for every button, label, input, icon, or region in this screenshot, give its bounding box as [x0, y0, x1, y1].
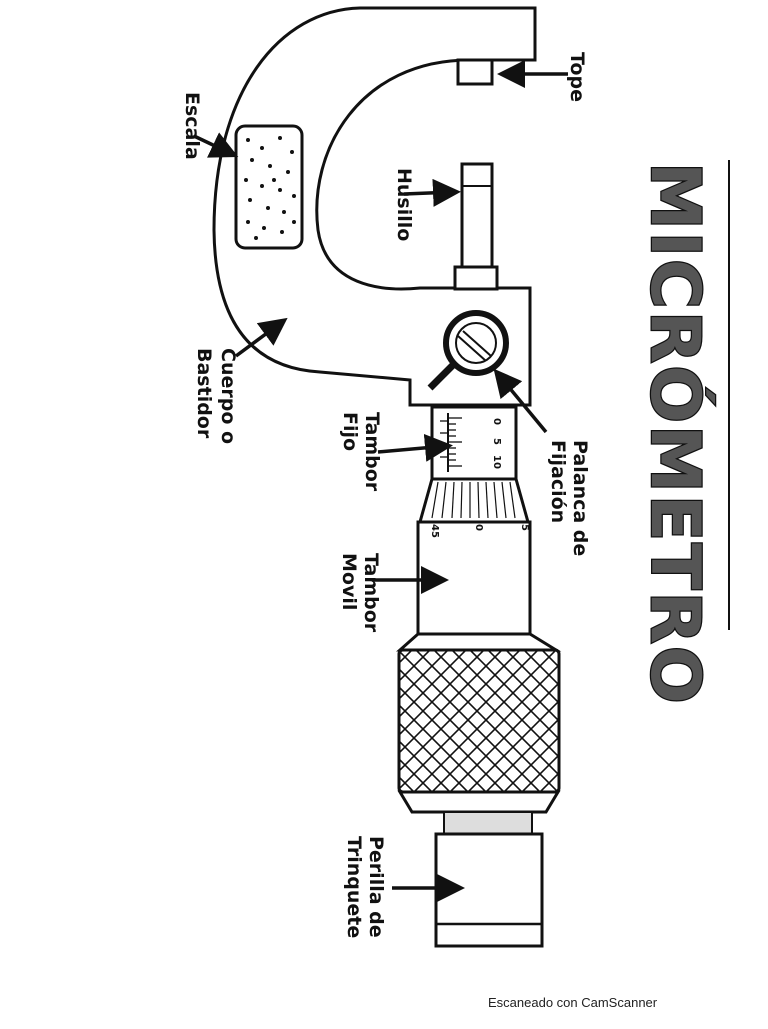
- knurled-grip: [397, 648, 561, 794]
- thimble-mark-45: 45: [429, 524, 440, 538]
- label-cuerpo-line1: Cuerpo o: [217, 348, 239, 444]
- thimble-taper: [418, 477, 530, 524]
- fixed-mark-5: 5: [491, 438, 502, 445]
- label-tope: Tope: [566, 52, 588, 102]
- fixed-mark-0: 0: [491, 418, 502, 425]
- label-palanca-line1: Palanca de: [569, 440, 591, 556]
- arrow-escala: [193, 132, 239, 158]
- thimble-taper-lines: [431, 481, 516, 519]
- label-tambor-fijo-line2: Fijo: [339, 412, 361, 451]
- fixed-barrel: [430, 405, 518, 481]
- thimble-mark-0: 0: [473, 524, 484, 531]
- spindle: [460, 162, 494, 270]
- thimble: [416, 520, 532, 636]
- ratchet-neck: [443, 811, 533, 835]
- lock-lever: [427, 310, 509, 391]
- label-palanca-line2: Fijación: [547, 440, 569, 523]
- arrow-husillo: [403, 178, 461, 207]
- label-husillo: Husillo: [393, 168, 415, 241]
- label-tambor-movil-line2: Movil: [338, 553, 360, 610]
- scale-dots: [244, 136, 296, 240]
- label-perilla-line1: Perilla de: [365, 836, 387, 938]
- label-perilla-line2: Trinquete: [343, 836, 365, 938]
- fixed-mark-10: 10: [491, 455, 502, 469]
- arrow-cuerpo: [234, 317, 288, 358]
- anvil: [456, 58, 494, 86]
- spindle-collar: [453, 265, 499, 291]
- arrow-tambor-fijo: [377, 433, 453, 462]
- label-escala: Escala: [181, 92, 203, 160]
- frame-body: [212, 6, 537, 407]
- scale-plate: [234, 124, 304, 250]
- scanner-watermark: Escaneado con CamScanner: [488, 995, 658, 1010]
- label-cuerpo-line2: Bastidor: [193, 348, 215, 439]
- thimble-mark-5: 5: [519, 524, 530, 531]
- ratchet-knob: [434, 832, 544, 948]
- arrow-palanca: [493, 368, 548, 434]
- diagram-title: MICRÓMETRO: [635, 162, 715, 706]
- label-tambor-fijo-line1: Tambor: [361, 412, 383, 492]
- label-tambor-movil-line1: Tambor: [360, 553, 382, 633]
